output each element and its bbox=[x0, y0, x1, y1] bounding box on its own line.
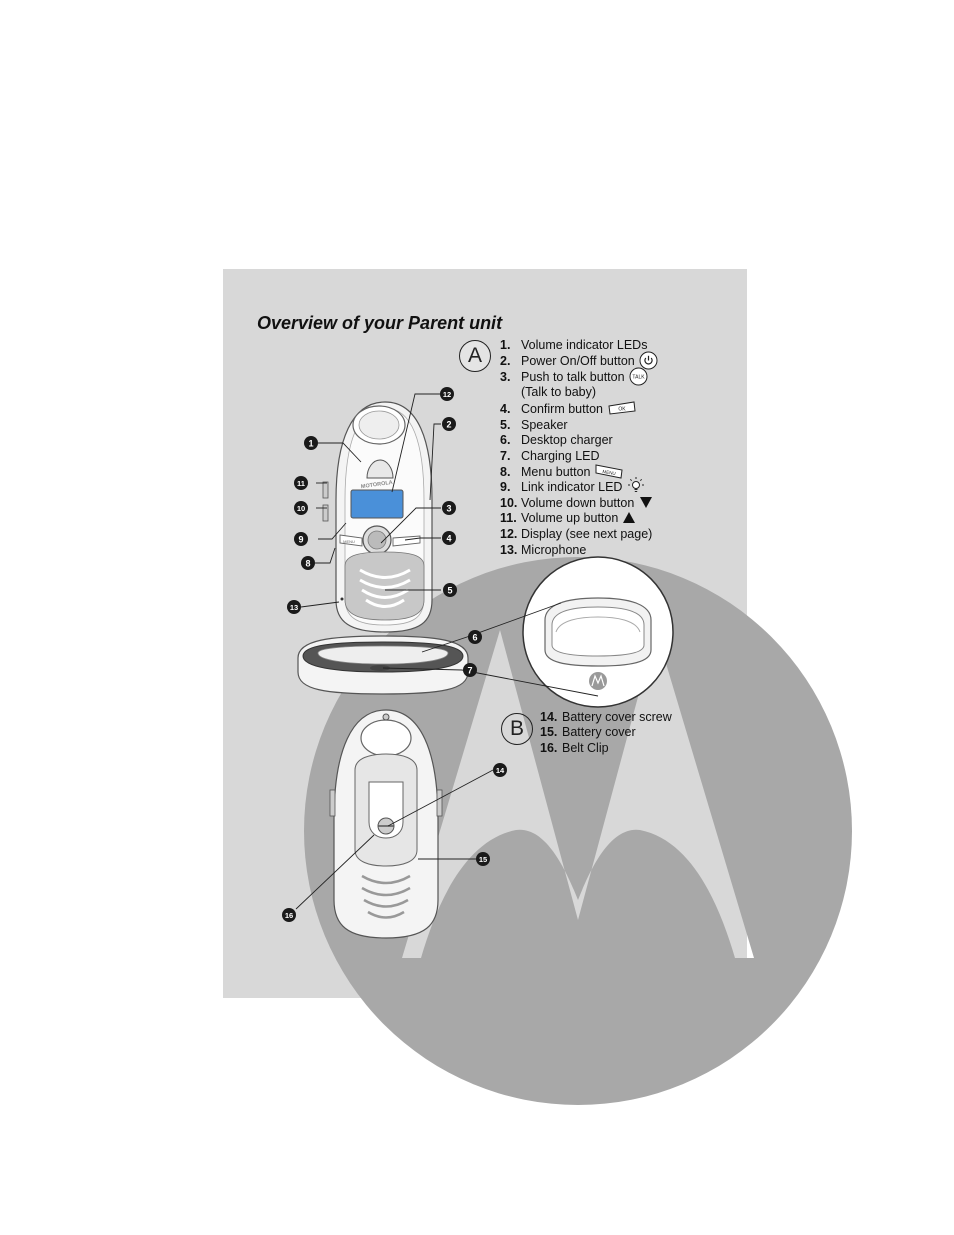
ok-key-icon: OK bbox=[608, 401, 636, 415]
leader-lines bbox=[295, 393, 599, 910]
callout-4 bbox=[442, 531, 456, 545]
svg-text:OK: OK bbox=[618, 407, 626, 413]
svg-text:5: 5 bbox=[447, 586, 452, 596]
callout-5 bbox=[443, 583, 457, 597]
parent-unit-back bbox=[329, 709, 443, 939]
callout-7 bbox=[463, 663, 477, 677]
battery-cover-screw-icon bbox=[382, 713, 390, 721]
svg-text:3: 3 bbox=[446, 504, 451, 514]
callout-8 bbox=[301, 556, 315, 570]
page-title: Overview of your Parent unit bbox=[257, 313, 503, 333]
menu-key-label: MENU bbox=[343, 539, 355, 544]
section-b-label: B bbox=[501, 713, 533, 745]
svg-text:6: 6 bbox=[472, 633, 477, 643]
power-icon bbox=[639, 351, 658, 370]
svg-text:9: 9 bbox=[298, 535, 303, 545]
parent-unit-front: MOTOROLA MENU bbox=[322, 401, 433, 633]
svg-text:16: 16 bbox=[285, 911, 293, 920]
callout-10 bbox=[294, 501, 308, 515]
svg-text:13: 13 bbox=[290, 603, 298, 612]
callout-6 bbox=[468, 630, 482, 644]
callout-11 bbox=[294, 476, 308, 490]
svg-text:11: 11 bbox=[297, 479, 305, 488]
callout-9 bbox=[294, 532, 308, 546]
svg-text:1: 1 bbox=[308, 439, 313, 449]
svg-text:2: 2 bbox=[446, 420, 451, 430]
callout-14 bbox=[493, 763, 507, 777]
callout-1 bbox=[304, 436, 318, 450]
svg-text:14: 14 bbox=[496, 766, 505, 775]
charger-detail-magnifier bbox=[522, 556, 674, 708]
talk-key-icon: TALK bbox=[629, 367, 648, 386]
svg-text:12: 12 bbox=[443, 390, 451, 399]
light-bulb-icon bbox=[628, 477, 644, 492]
svg-text:10: 10 bbox=[297, 504, 305, 513]
callout-12 bbox=[440, 387, 454, 401]
callout-15 bbox=[476, 852, 490, 866]
motorola-emblem-icon bbox=[589, 672, 607, 690]
callout-13 bbox=[287, 600, 301, 614]
triangle-up-icon bbox=[623, 512, 635, 523]
svg-text:15: 15 bbox=[479, 855, 487, 864]
brand-label: MOTOROLA bbox=[361, 480, 394, 490]
svg-text:4: 4 bbox=[446, 534, 451, 544]
callout-16 bbox=[282, 908, 296, 922]
display-screen bbox=[350, 489, 404, 519]
svg-text:TALK: TALK bbox=[632, 375, 645, 381]
callout-markers: 1 2 3 4 5 6 7 8 9 10 11 12 13 14 15 16 bbox=[282, 387, 507, 922]
callout-3 bbox=[442, 501, 456, 515]
section-a-label: A bbox=[459, 340, 491, 372]
triangle-down-icon bbox=[640, 497, 652, 508]
svg-text:8: 8 bbox=[305, 559, 310, 569]
svg-text:7: 7 bbox=[467, 666, 472, 676]
menu-key-icon: MENU bbox=[595, 464, 623, 479]
svg-text:MENU: MENU bbox=[602, 469, 616, 476]
callout-2 bbox=[442, 417, 456, 431]
